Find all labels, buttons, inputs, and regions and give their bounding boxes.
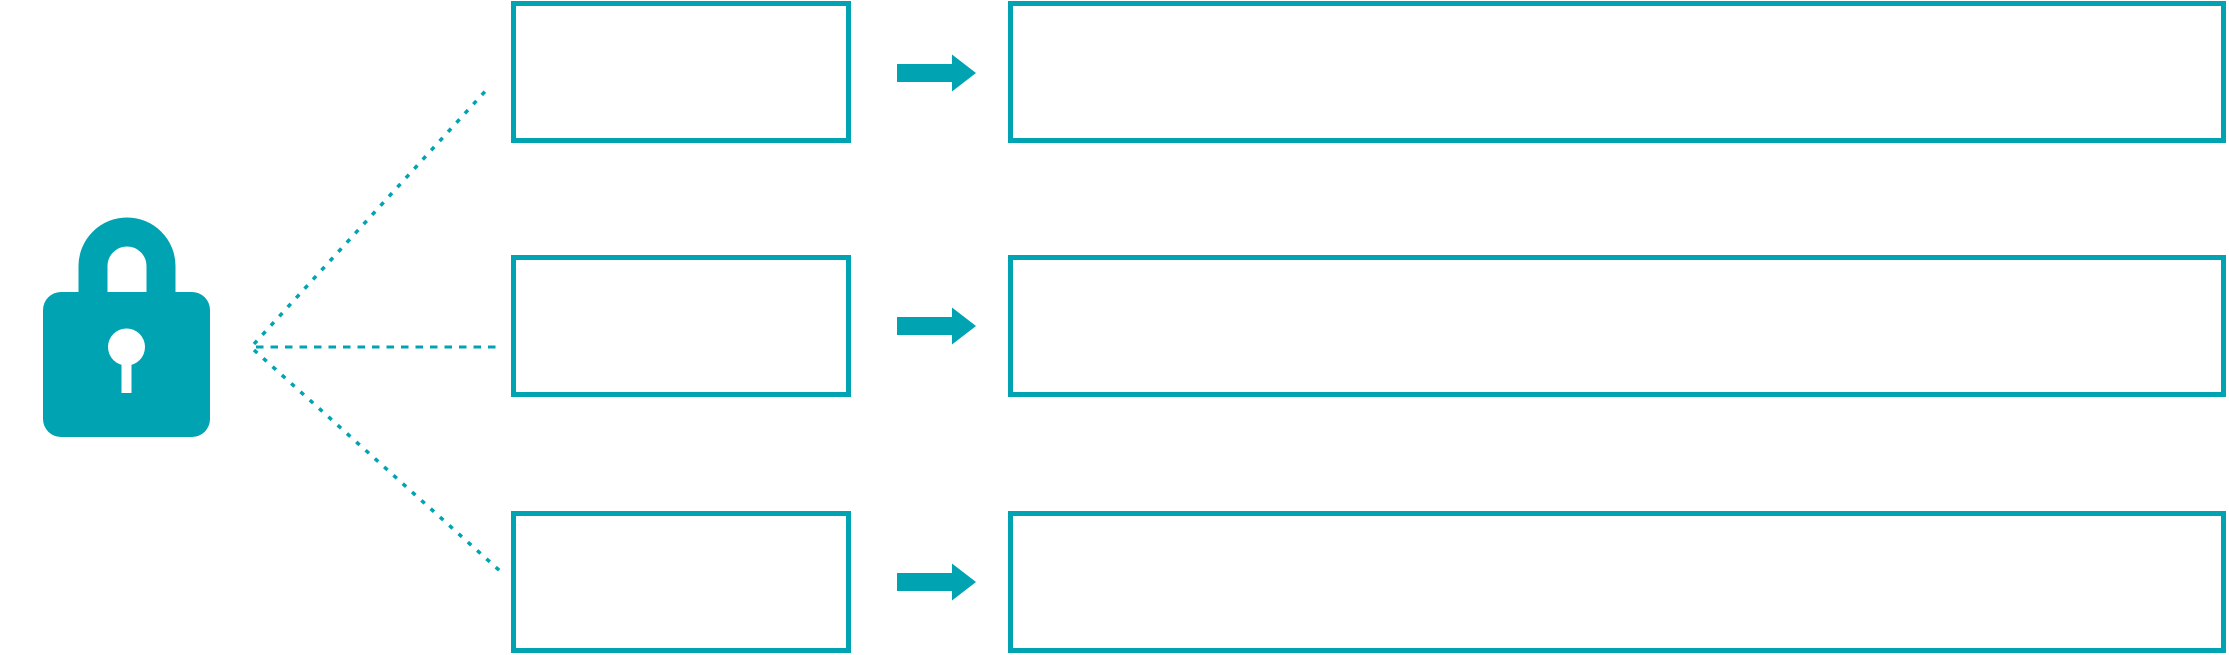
source-box-1 (511, 1, 851, 143)
keyhole-stem (121, 347, 132, 393)
arrow-right-icon (897, 54, 976, 92)
target-box-3 (1008, 511, 2226, 653)
lock-icon (43, 217, 210, 437)
target-box-1 (1008, 1, 2226, 143)
source-box-3 (511, 511, 851, 653)
source-box-2 (511, 255, 851, 397)
lock-shackle (78, 217, 176, 302)
dotted-connector-bottom (252, 348, 502, 573)
dotted-connector-top (252, 84, 492, 346)
arrow-right-icon (897, 563, 976, 601)
target-box-2 (1008, 255, 2226, 397)
arrow-right-icon (897, 307, 976, 345)
